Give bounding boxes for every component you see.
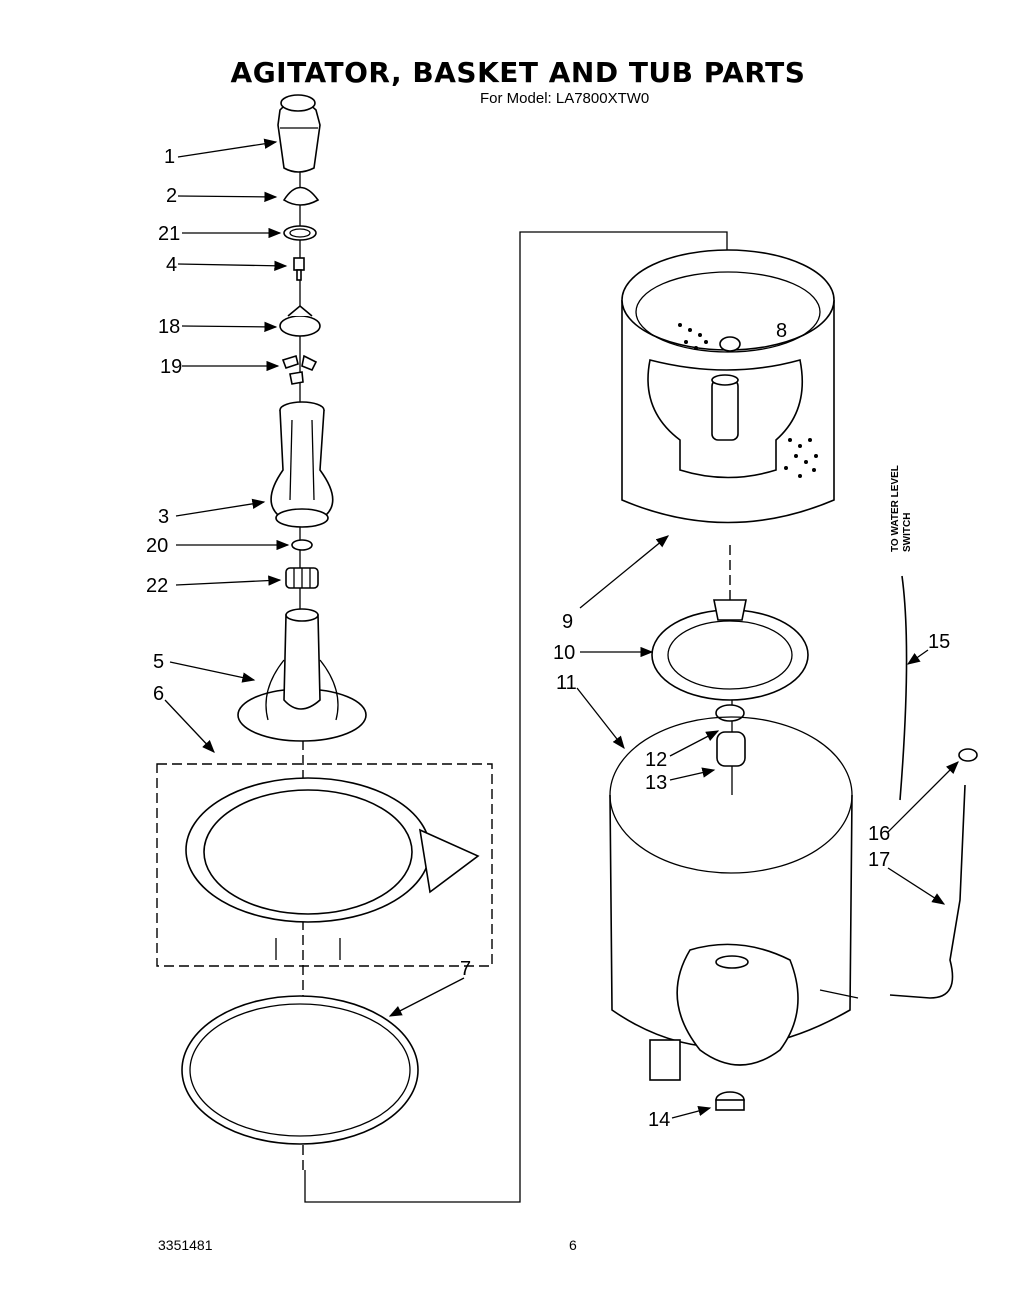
callout-6: 6 — [153, 683, 164, 705]
callout-16: 16 — [868, 823, 890, 845]
part-9-basket — [621, 249, 835, 524]
callout-10: 10 — [553, 642, 575, 664]
callout-18: 18 — [158, 316, 180, 338]
callout-9: 9 — [562, 611, 573, 633]
part-20-washer — [291, 539, 313, 551]
part-16-clamp — [958, 748, 978, 762]
callout-22: 22 — [146, 575, 168, 597]
callout-12: 12 — [645, 749, 667, 771]
part-3-agitator-barrel — [270, 401, 334, 528]
part-10-drive-block — [651, 599, 809, 701]
part-6-tub-ring — [185, 777, 480, 960]
part-18-dog-cam — [279, 304, 321, 337]
part-4-bolt — [293, 257, 305, 281]
part-1-agitator-cap — [277, 94, 321, 173]
part-15-hose — [899, 575, 908, 801]
water-level-note: TO WATER LEVEL SWITCH — [890, 465, 913, 552]
page-title: AGITATOR, BASKET AND TUB PARTS — [230, 56, 806, 89]
part-13-nut — [716, 731, 746, 767]
model-subtitle: For Model: LA7800XTW0 — [480, 90, 650, 107]
callout-17: 17 — [868, 849, 890, 871]
callout-4: 4 — [166, 254, 177, 276]
callout-8: 8 — [776, 320, 787, 342]
callout-15: 15 — [928, 631, 950, 653]
callout-21: 21 — [158, 223, 180, 245]
callout-5: 5 — [153, 651, 164, 673]
callout-20: 20 — [146, 535, 168, 557]
part-8-nut — [719, 336, 741, 352]
part-17-hose — [889, 784, 966, 999]
note-line-2: SWITCH — [902, 513, 913, 552]
part-12-clip — [715, 704, 745, 722]
document-number: 3351481 — [158, 1237, 213, 1253]
leader-lines — [164, 138, 959, 1119]
part-6-group-box — [156, 763, 493, 967]
part-11-outer-tub — [609, 716, 853, 1081]
callout-2: 2 — [166, 185, 177, 207]
part-21-ring — [283, 225, 317, 241]
part-7-tub-seal — [181, 995, 419, 1145]
callout-7: 7 — [460, 958, 471, 980]
part-19-dogs — [281, 354, 318, 385]
note-line-1: TO WATER LEVEL — [890, 465, 901, 552]
part-14-plug — [715, 1091, 745, 1111]
connector-bracket-line — [304, 231, 728, 1203]
callout-14: 14 — [648, 1109, 670, 1131]
part-2-cam — [282, 186, 320, 206]
callout-19: 19 — [160, 356, 182, 378]
callout-13: 13 — [645, 772, 667, 794]
part-22-coupling — [285, 567, 319, 589]
part-5-agitator-base — [237, 608, 367, 742]
callout-3: 3 — [158, 506, 169, 528]
page-number: 6 — [569, 1237, 577, 1253]
callout-1: 1 — [164, 146, 175, 168]
callout-11: 11 — [556, 672, 577, 694]
